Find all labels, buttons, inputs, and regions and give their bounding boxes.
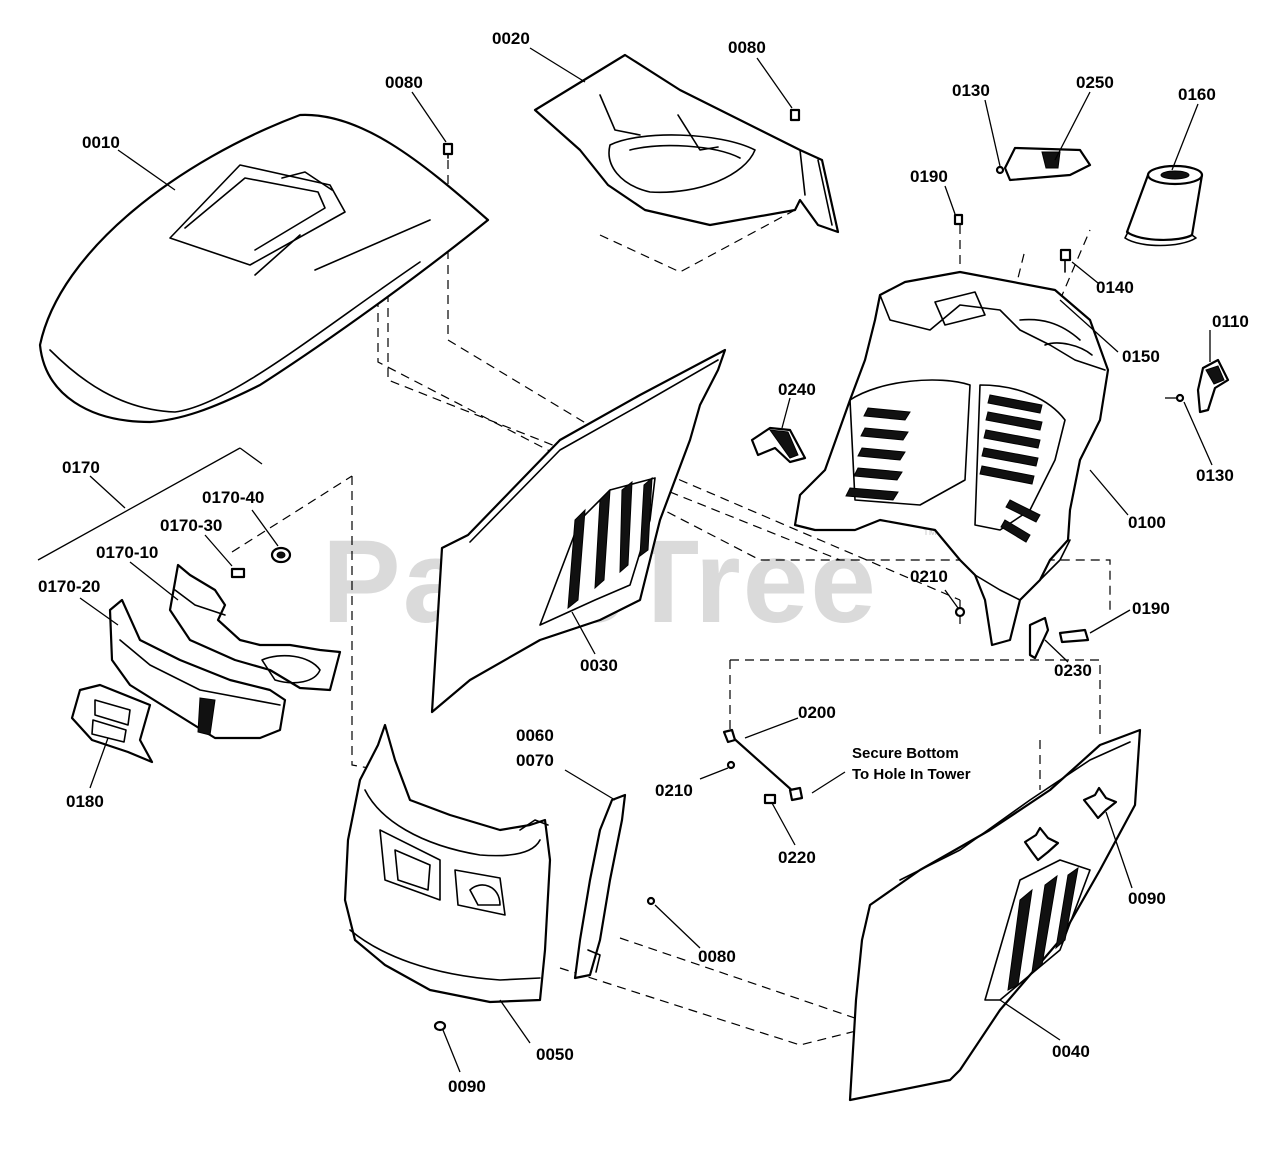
part-0230-clip (1028, 616, 1050, 660)
label-0250: 0250 (1076, 73, 1114, 92)
part-labels: 0010 0020 0080 0080 0130 0250 0160 0190 … (38, 29, 1249, 1096)
label-0170-40: 0170-40 (202, 488, 264, 507)
label-0110: 0110 (1212, 312, 1249, 331)
part-0170-20-bumper-upper (108, 598, 287, 740)
label-0240: 0240 (778, 380, 816, 399)
part-0200-rod (722, 728, 804, 802)
label-0170: 0170 (62, 458, 100, 477)
label-0030: 0030 (580, 656, 618, 675)
part-0090-knob-right (1082, 786, 1118, 820)
watermark-trademark: ™ (922, 527, 938, 544)
part-0220-screw (763, 793, 777, 805)
part-0080-bolt-top-right (789, 108, 801, 122)
part-0090-knob-left (1023, 826, 1060, 862)
label-0090-b: 0090 (448, 1077, 486, 1096)
part-0050-front-nose (343, 723, 552, 1004)
note-line-2: To Hole In Tower (852, 766, 971, 783)
part-0190-screw-lower (1058, 628, 1090, 644)
part-0060-0070-support (573, 793, 627, 980)
label-0170-10: 0170-10 (96, 543, 158, 562)
label-0080-c: 0080 (698, 947, 736, 966)
label-0130-b: 0130 (1196, 466, 1234, 485)
label-0160: 0160 (1178, 85, 1216, 104)
part-0020-dash-panel (533, 53, 840, 234)
label-0040: 0040 (1052, 1042, 1090, 1061)
part-0170-40-lens (270, 546, 292, 564)
note-line-1: Secure Bottom (852, 745, 959, 762)
label-0080-a: 0080 (385, 73, 423, 92)
tower-vent-slats-left (845, 407, 911, 501)
label-0090-a: 0090 (1128, 889, 1166, 908)
label-0020: 0020 (492, 29, 530, 48)
part-0110-key (1196, 358, 1230, 414)
part-0240-bracket (750, 426, 807, 464)
label-0150: 0150 (1122, 347, 1160, 366)
part-0010-hood (38, 113, 490, 424)
label-0050: 0050 (536, 1045, 574, 1064)
label-0070: 0070 (516, 751, 554, 770)
part-0250-bracket (1003, 146, 1092, 182)
tower-vent-slats-right (979, 394, 1043, 543)
label-0060: 0060 (516, 726, 554, 745)
part-0170-30-screw (230, 567, 246, 579)
label-0100: 0100 (1128, 513, 1166, 532)
label-0200: 0200 (798, 703, 836, 722)
label-0210-b: 0210 (655, 781, 693, 800)
part-0100-tower (793, 270, 1110, 647)
label-0080-b: 0080 (728, 38, 766, 57)
part-0080-bolt-top-left (442, 142, 454, 159)
part-0210-nut-upper (954, 606, 966, 618)
label-0170-20: 0170-20 (38, 577, 100, 596)
part-0170-10-bumper-lower (168, 563, 342, 692)
part-0190-bolt-top (953, 213, 964, 226)
label-0180: 0180 (66, 792, 104, 811)
label-0220: 0220 (778, 848, 816, 867)
label-0140: 0140 (1096, 278, 1134, 297)
label-0170-30: 0170-30 (160, 516, 222, 535)
part-0140-bolt (1059, 248, 1072, 273)
label-0230: 0230 (1054, 661, 1092, 680)
part-0210-nut-lower (726, 760, 736, 770)
label-0190-a: 0190 (910, 167, 948, 186)
label-0190-b: 0190 (1132, 599, 1170, 618)
part-0030-side-panel (430, 348, 727, 714)
part-0130-pin-top (995, 165, 1005, 175)
part-0180-grille-insert (70, 683, 154, 764)
label-0210-a: 0210 (910, 567, 948, 586)
label-0130-a: 0130 (952, 81, 990, 100)
part-0160-cup (1124, 164, 1204, 247)
leader-lines (37, 47, 1213, 1073)
part-0090-nut-lower-left (433, 1020, 447, 1032)
assembly-note: Secure Bottom To Hole In Tower (852, 745, 971, 783)
label-0010: 0010 (82, 133, 120, 152)
part-0080-pin-lower (646, 896, 656, 906)
part-0040-side-panel (848, 728, 1142, 1102)
